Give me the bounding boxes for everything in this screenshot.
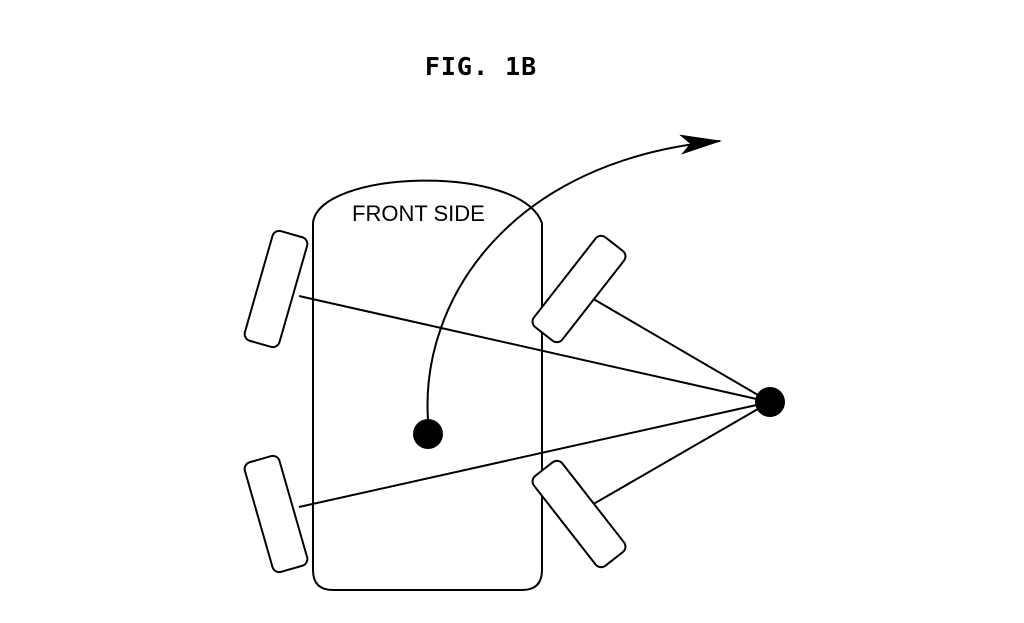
front-lower-wheel <box>531 459 627 569</box>
turning-center-point <box>755 387 785 417</box>
rear-right-wheel-axis-line <box>298 401 771 508</box>
front-upper-wheel-axis-line <box>589 296 771 403</box>
front-lower-wheel-axis-line <box>589 401 771 507</box>
rear-right-wheel <box>243 454 309 574</box>
vehicle-center-point <box>413 419 443 449</box>
rear-left-wheel-axis-line <box>298 295 771 403</box>
rear-left-wheel <box>243 229 309 349</box>
front-side-label: FRONT SIDE <box>352 201 485 226</box>
turning-direction-arrow <box>426 134 722 421</box>
figure-title: FIG. 1B <box>424 52 538 81</box>
vehicle-body <box>312 179 543 591</box>
front-upper-wheel <box>531 234 627 344</box>
